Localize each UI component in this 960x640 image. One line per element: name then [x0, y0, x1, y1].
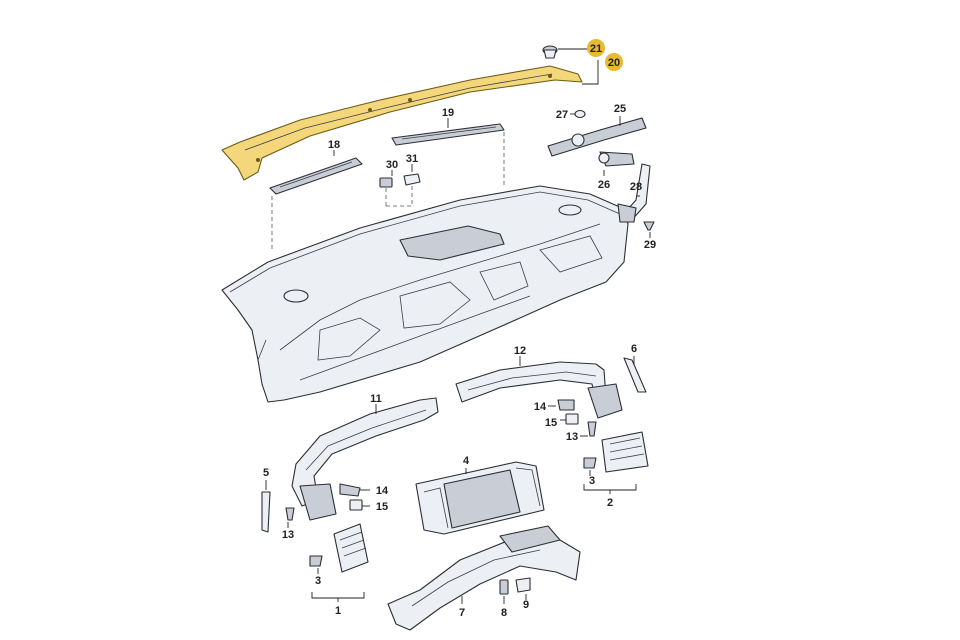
air-duct-part-11: [291, 397, 439, 521]
label-8: 8: [501, 607, 507, 619]
windshield-cover-part-20: [221, 65, 583, 181]
label-30: 30: [386, 159, 398, 171]
label-25: 25: [614, 103, 626, 115]
dashboard-panel: [221, 185, 629, 403]
label-14-right: 14: [534, 401, 547, 413]
label-5: 5: [263, 467, 269, 479]
defroster-vent-part-19: [391, 123, 505, 146]
center-vent-housing-part-4: [415, 461, 545, 535]
label-7: 7: [459, 607, 465, 619]
screw-part-13-right: [587, 421, 597, 437]
label-27: 27: [556, 109, 568, 121]
clip-part-30: [379, 177, 393, 188]
clip-part-3-left: [309, 555, 323, 567]
label-28: 28: [630, 181, 642, 193]
pipe-part-28: [617, 163, 651, 223]
hose-part-25: [547, 117, 647, 157]
label-15-left: 15: [376, 501, 388, 513]
screw-part-8: [499, 579, 509, 595]
side-trim-part-5: [261, 491, 271, 533]
label-4: 4: [463, 455, 470, 467]
side-trim-part-6: [623, 357, 647, 393]
label-21: 21: [590, 43, 602, 55]
label-31: 31: [406, 153, 418, 165]
clip-part-27: [574, 109, 586, 119]
label-11: 11: [370, 393, 382, 405]
air-vent-part-1: [333, 523, 369, 573]
label-2: 2: [607, 497, 613, 509]
clip-part-9: [515, 577, 531, 593]
label-13-left: 13: [282, 529, 294, 541]
label-15-right: 15: [545, 417, 557, 429]
label-1: 1: [335, 605, 341, 617]
label-12: 12: [514, 345, 526, 357]
label-3-left: 3: [315, 575, 321, 587]
hose-part-26: [598, 151, 635, 167]
clip-part-14-right: [557, 399, 575, 411]
label-20: 20: [608, 57, 620, 69]
clip-part-15-right: [565, 413, 579, 425]
cap-part-21: [542, 45, 558, 59]
clip-part-3-right: [583, 457, 597, 469]
badge-21: [587, 39, 605, 57]
label-19: 19: [442, 107, 454, 119]
screw-part-29: [643, 221, 655, 231]
air-vent-part-2: [601, 431, 649, 473]
floor-duct-part-7: [387, 525, 581, 631]
label-3-right: 3: [589, 475, 595, 487]
screw-part-13-left: [285, 507, 295, 521]
clip-part-14-left: [339, 483, 361, 497]
label-6: 6: [631, 343, 637, 355]
defroster-vent-part-18: [269, 157, 363, 195]
clip-part-15-left: [349, 499, 363, 511]
label-14-left: 14: [376, 485, 389, 497]
badge-20: [605, 53, 623, 71]
label-9: 9: [523, 599, 529, 611]
air-duct-part-12: [455, 361, 623, 419]
label-29: 29: [644, 239, 656, 251]
label-18: 18: [328, 139, 340, 151]
clip-part-31: [403, 173, 421, 186]
label-13-right: 13: [566, 431, 578, 443]
label-26: 26: [598, 179, 610, 191]
